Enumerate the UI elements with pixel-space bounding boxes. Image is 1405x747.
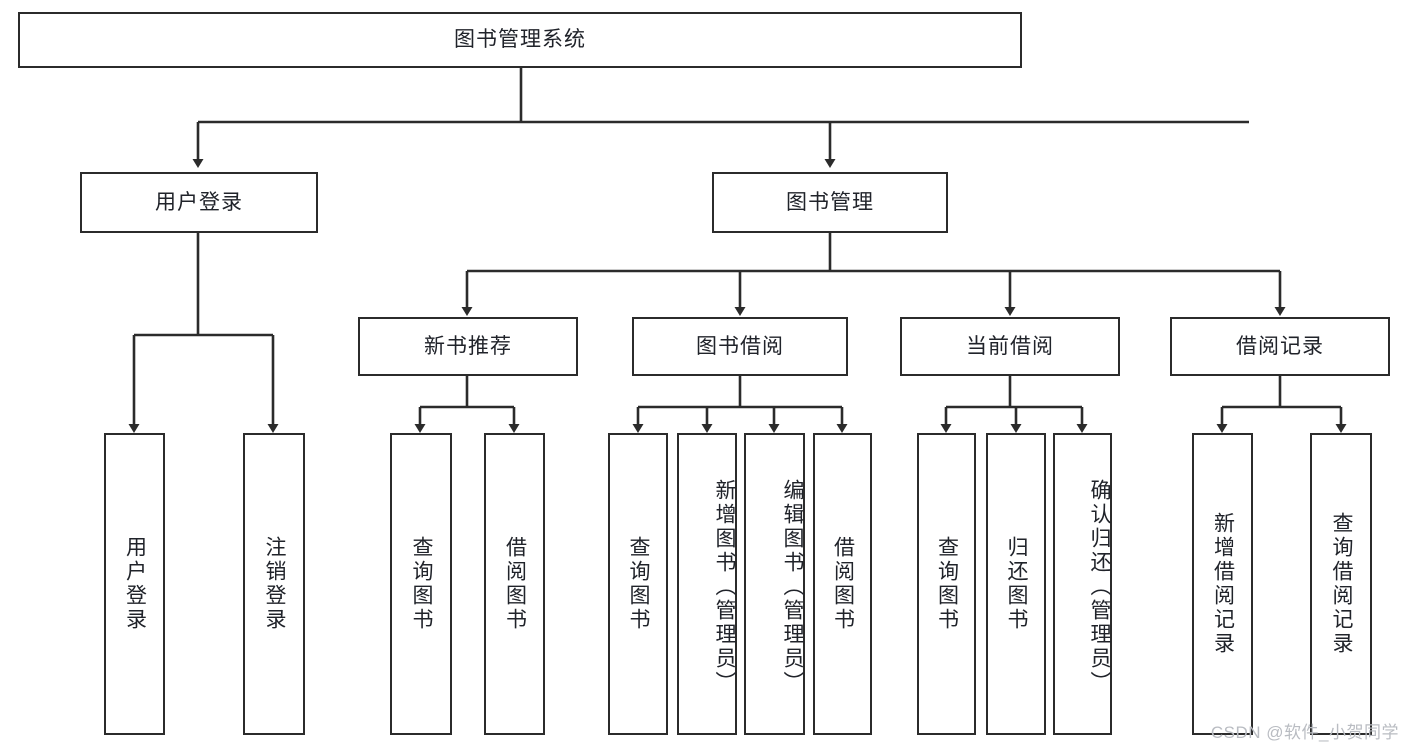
leaf-book-borrow-edit-book-admin[interactable]: 编辑图书（管理员） — [744, 433, 805, 735]
node-book-borrowing[interactable]: 图书借阅 — [632, 317, 848, 376]
watermark-text: CSDN @软件_小贺同学 — [1210, 723, 1399, 742]
leaf-current-borrow-return-book[interactable]: 归还图书 — [986, 433, 1046, 735]
leaf-current-borrow-query-book[interactable]: 查询图书 — [917, 433, 976, 735]
node-label: 用户登录 — [155, 190, 243, 214]
node-new-book-recommendation[interactable]: 新书推荐 — [358, 317, 578, 376]
node-user-login[interactable]: 用户登录 — [80, 172, 318, 233]
leaf-book-borrow-add-book-admin[interactable]: 新增图书（管理员） — [677, 433, 737, 735]
node-label: 借阅记录 — [1236, 334, 1324, 358]
node-label: 查询图书 — [627, 536, 651, 632]
leaf-new-book-borrow-book[interactable]: 借阅图书 — [484, 433, 545, 735]
node-book-management[interactable]: 图书管理 — [712, 172, 948, 233]
node-label: 借阅图书 — [503, 536, 527, 632]
node-label: 图书管理 — [786, 190, 874, 214]
leaf-user-login-logout[interactable]: 注销登录 — [243, 433, 305, 735]
leaf-book-borrow-borrow-book[interactable]: 借阅图书 — [813, 433, 872, 735]
node-label: 编辑图书（管理员） — [781, 479, 804, 695]
node-label: 图书管理系统 — [454, 28, 586, 52]
leaf-borrow-record-add-record[interactable]: 新增借阅记录 — [1192, 433, 1253, 735]
node-label: 图书借阅 — [696, 334, 784, 358]
leaf-borrow-record-query-record[interactable]: 查询借阅记录 — [1310, 433, 1372, 735]
node-root-book-management-system[interactable]: 图书管理系统 — [18, 12, 1022, 68]
node-label: 用户登录 — [123, 536, 147, 632]
node-borrow-records[interactable]: 借阅记录 — [1170, 317, 1390, 376]
node-label: 新增借阅记录 — [1211, 512, 1235, 656]
node-label: 查询借阅记录 — [1330, 512, 1354, 656]
leaf-book-borrow-query-book[interactable]: 查询图书 — [608, 433, 668, 735]
leaf-new-book-query-book[interactable]: 查询图书 — [390, 433, 452, 735]
node-label: 归还图书 — [1005, 536, 1029, 632]
node-label: 新增图书（管理员） — [713, 479, 736, 695]
node-label: 借阅图书 — [831, 536, 855, 632]
leaf-user-login-login[interactable]: 用户登录 — [104, 433, 165, 735]
node-label: 查询图书 — [410, 536, 434, 632]
node-label: 确认归还（管理员） — [1088, 479, 1111, 695]
node-label: 新书推荐 — [424, 334, 512, 358]
node-label: 注销登录 — [263, 536, 287, 632]
leaf-current-borrow-confirm-return-admin[interactable]: 确认归还（管理员） — [1053, 433, 1112, 735]
node-label: 查询图书 — [935, 536, 959, 632]
node-current-borrowing[interactable]: 当前借阅 — [900, 317, 1120, 376]
node-label: 当前借阅 — [966, 334, 1054, 358]
